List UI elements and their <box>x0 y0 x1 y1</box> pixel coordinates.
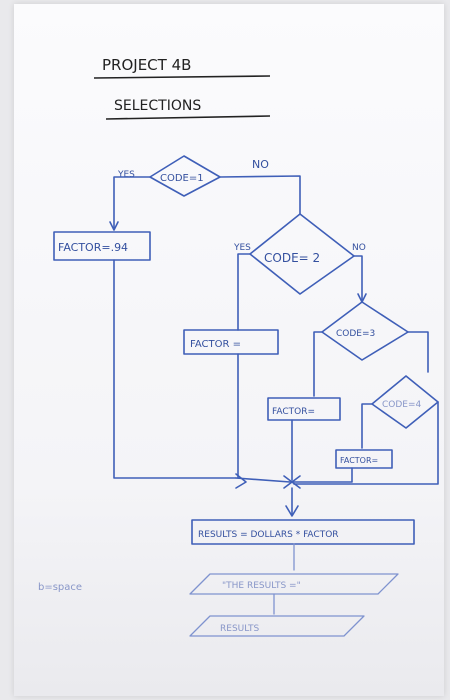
side-note: b=space <box>38 582 82 593</box>
process-factor-code-4 <box>335 449 393 469</box>
process-factor-code-4-label: FACTOR= <box>340 456 378 465</box>
arrowhead <box>109 221 119 231</box>
decision-code-1-label: CODE=1 <box>160 173 204 184</box>
no-branch-line-4 <box>293 401 439 485</box>
output-results-message <box>189 573 399 595</box>
yes-label-1: YES <box>117 170 135 180</box>
process-factor-code-2 <box>183 329 279 355</box>
no-branch-line-3 <box>407 331 429 373</box>
process-factor-code-2-label: FACTOR = <box>190 339 241 350</box>
merge-line <box>235 477 291 483</box>
process-factor-code-3-label: FACTOR= <box>272 407 315 417</box>
process-results-calc-label: RESULTS = DOLLARS * FACTOR <box>198 530 339 540</box>
decision-code-4-label: CODE=4 <box>382 400 422 410</box>
process-results-calc <box>191 519 415 545</box>
arrowhead <box>285 505 299 517</box>
no-branch-line-1 <box>219 175 301 215</box>
output-results-label: RESULTS <box>220 624 260 634</box>
yes-label-2: YES <box>233 243 251 253</box>
subtitle-underline <box>105 115 271 120</box>
notebook-page: PROJECT 4B SELECTIONS CODE=1 YES NO FACT… <box>14 4 444 696</box>
decision-code-2-label: CODE= 2 <box>264 251 320 265</box>
yes-branch-line-3 <box>313 331 323 397</box>
output-results <box>189 615 365 637</box>
decision-code-3-label: CODE=3 <box>336 329 375 339</box>
yes-branch-line-4 <box>361 403 373 449</box>
no-label-2: NO <box>352 243 366 253</box>
factor-94-merge-line <box>113 259 237 479</box>
output-results-message-label: "THE RESULTS =" <box>222 581 301 591</box>
no-branch-line-2 <box>353 255 363 301</box>
process-factor-94 <box>53 231 151 261</box>
page-subtitle: SELECTIONS <box>114 98 201 114</box>
merge-connector-2 <box>283 475 301 489</box>
factor-code-4-line <box>293 467 353 483</box>
flowchart: PROJECT 4B SELECTIONS CODE=1 YES NO FACT… <box>38 56 439 637</box>
page-title: PROJECT 4B <box>102 56 191 74</box>
merge-connector-1 <box>235 473 247 489</box>
yes-branch-line-2 <box>237 253 251 331</box>
title-underline <box>93 75 271 79</box>
process-factor-94-label: FACTOR=.94 <box>58 241 128 254</box>
yes-branch-line-1 <box>113 176 151 229</box>
process-factor-code-3 <box>267 397 341 421</box>
no-label-1: NO <box>252 158 269 171</box>
